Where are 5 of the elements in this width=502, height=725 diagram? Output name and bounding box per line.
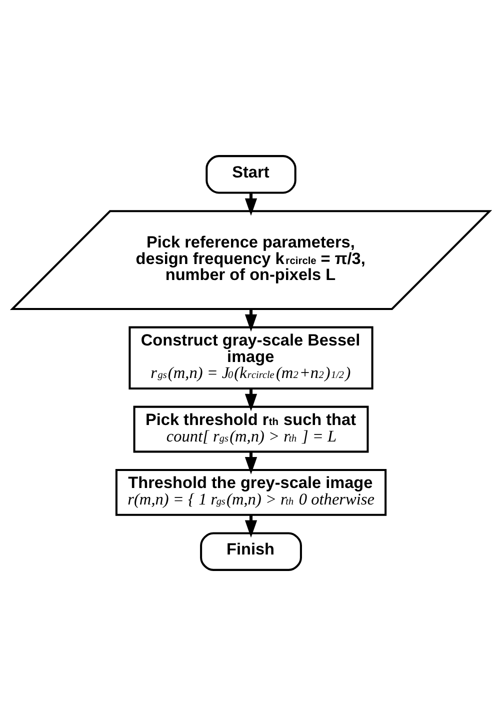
node-box: Pick threshold rth such that count[ rgs(m,n) > rth ] = L: [133, 405, 369, 452]
node-box: Threshold the grey-scale image r(m,n) = { 1 rgs(m,n) > rth 0 otherwise: [115, 468, 387, 516]
node-box: Construct gray-scale Bessel image rgs(m,n) = J0(krcircle(m2+n2)1/2): [128, 326, 374, 389]
node-box: Start: [206, 154, 296, 194]
node-box: Finish: [200, 532, 302, 570]
